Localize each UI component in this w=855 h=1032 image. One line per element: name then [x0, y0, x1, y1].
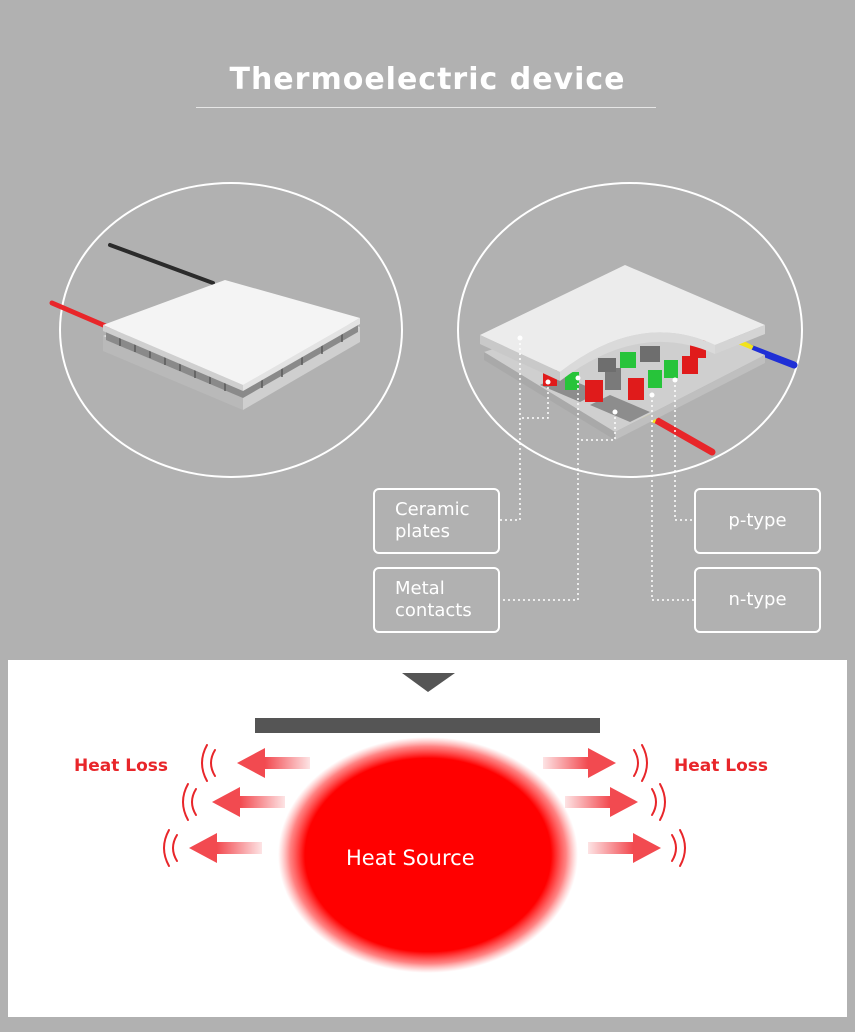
heat-loss-left-label: Heat Loss — [74, 756, 169, 776]
page-title: Thermoelectric device — [229, 62, 626, 97]
thermoelectric-plate-bar — [255, 718, 600, 733]
thermoelectric-module-illustration — [49, 243, 360, 410]
metal-label-line1: Metal — [395, 578, 445, 599]
down-triangle-icon — [402, 673, 455, 692]
metal-contacts-label: Metal contacts — [373, 567, 500, 633]
metal-label-line2: contacts — [395, 600, 472, 621]
ceramic-plates-label: Ceramic plates — [373, 488, 500, 554]
title-underline — [196, 107, 656, 108]
left-heat-arrows — [189, 748, 310, 863]
heat-loss-right-label: Heat Loss — [674, 756, 769, 776]
p-type-text: p-type — [728, 510, 787, 531]
n-type-text: n-type — [728, 589, 787, 610]
exploded-view-circle — [457, 182, 803, 478]
module-circle — [59, 182, 403, 478]
heat-source-circle — [278, 737, 578, 973]
exploded-view-illustration — [480, 265, 798, 601]
heat-source-label: Heat Source — [346, 846, 475, 870]
ceramic-label-line1: Ceramic — [395, 499, 470, 520]
ceramic-label-line2: plates — [395, 521, 450, 542]
heat-wave-marks — [163, 744, 686, 867]
n-type-label: n-type — [694, 567, 821, 633]
right-heat-arrows — [543, 748, 661, 863]
p-type-label: p-type — [694, 488, 821, 554]
